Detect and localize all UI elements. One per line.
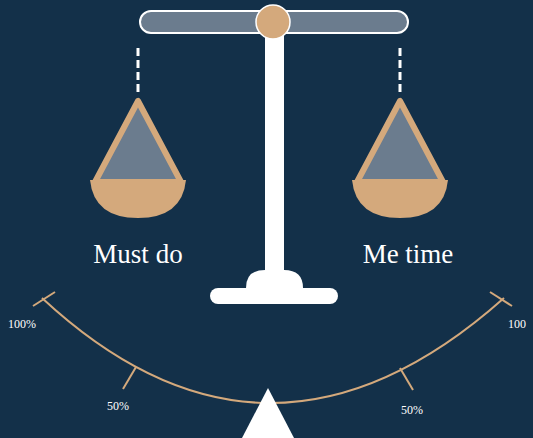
gauge-arc <box>42 298 504 403</box>
gauge-pointer <box>242 388 294 438</box>
gauge-tick <box>123 367 136 389</box>
pan-weight <box>95 101 181 182</box>
gauge-label: 100% <box>8 318 36 331</box>
gauge-tick <box>490 292 512 306</box>
pan-bowl <box>90 180 186 218</box>
scale-base <box>210 288 338 304</box>
scale-pole <box>265 34 284 274</box>
gauge-label: 100 <box>508 318 526 331</box>
gauge-tick <box>33 292 55 306</box>
gauge-label: 50% <box>401 404 423 417</box>
pan-label: Must do <box>93 240 182 270</box>
gauge-label: 50% <box>107 400 129 413</box>
hanger-line <box>137 48 140 92</box>
hanger-line <box>399 48 402 92</box>
scale-pivot <box>256 5 290 39</box>
pan-label: Me time <box>363 240 454 270</box>
gauge-tick <box>400 368 413 390</box>
pan-bowl <box>352 180 448 218</box>
scale-pedestal <box>246 270 303 288</box>
pan-weight <box>357 101 443 182</box>
